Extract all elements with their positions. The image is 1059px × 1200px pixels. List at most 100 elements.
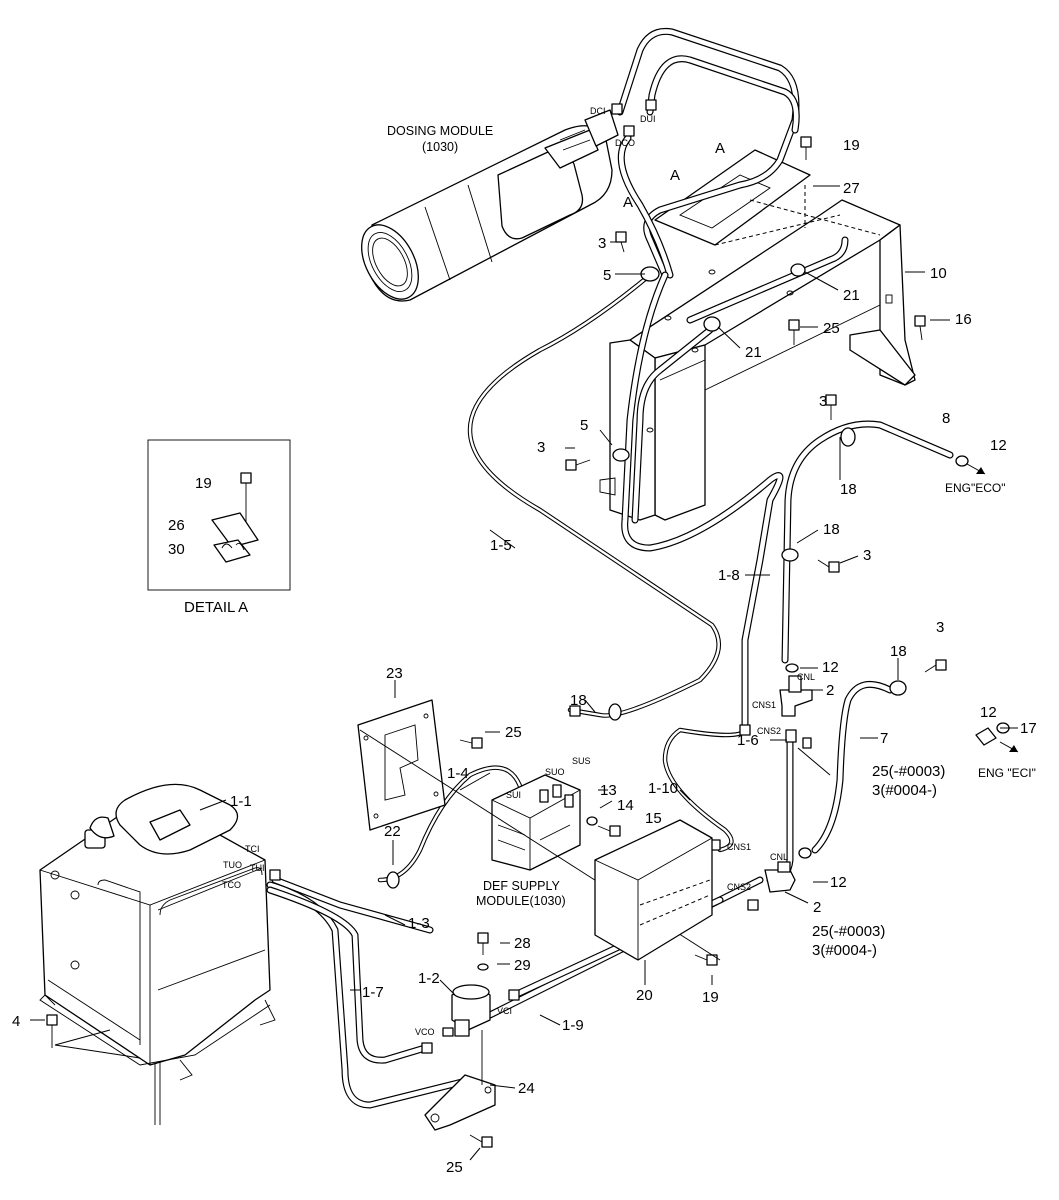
text-labels: DOSING MODULE (1030) DEF SUPPLY MODULE(1… <box>184 124 1036 959</box>
bracket-24 <box>424 1030 496 1131</box>
port-tui: TUI <box>250 863 265 873</box>
callout-12-c: 12 <box>980 704 997 721</box>
callout-16: 16 <box>955 311 972 328</box>
view-a-label-3: A <box>623 194 633 211</box>
callout-10: 10 <box>930 265 947 282</box>
callout-1-3: 1-3 <box>408 915 430 932</box>
callout-18-b: 18 <box>823 521 840 538</box>
callout-30: 30 <box>168 541 185 558</box>
connector-2-b <box>764 861 796 893</box>
bolt-19-top <box>800 136 812 160</box>
cover-20 <box>594 819 713 961</box>
callout-1-8: 1-8 <box>718 567 740 584</box>
variant-note-b-1: 25(-#0003) <box>812 923 885 940</box>
port-vco: VCO <box>415 1027 435 1037</box>
dosing-module-title: DOSING MODULE <box>387 124 493 138</box>
bolt-16 <box>914 315 926 341</box>
bolt-25-c <box>469 1134 493 1148</box>
callout-12-a: 12 <box>990 437 1007 454</box>
bolt-25-a <box>788 319 800 345</box>
port-tuo: TUO <box>223 860 242 870</box>
port-cnl-b: CNL <box>770 852 788 862</box>
callout-1-9: 1-9 <box>562 1017 584 1034</box>
dosing-module <box>361 109 619 302</box>
bolt-4 <box>46 1014 58 1048</box>
callout-27: 27 <box>843 180 860 197</box>
callout-1-2: 1-2 <box>418 970 440 987</box>
bolt-3-d <box>817 559 840 573</box>
bolt-3-e <box>924 659 947 673</box>
callout-5-a: 5 <box>603 267 611 284</box>
port-dco: DCO <box>615 138 635 148</box>
def-supply-title-2: MODULE(1030) <box>476 894 566 908</box>
callout-3-e: 3 <box>936 619 944 636</box>
callout-3-a: 3 <box>598 235 606 252</box>
callout-2-a: 2 <box>826 682 834 699</box>
port-cns2-a: CNS2 <box>757 726 781 736</box>
callout-29: 29 <box>514 957 531 974</box>
callout-3-d: 3 <box>863 547 871 564</box>
bolt-28 <box>477 932 489 955</box>
callout-18-c: 18 <box>890 643 907 660</box>
callout-1-1: 1-1 <box>230 793 252 810</box>
callout-19-top: 19 <box>843 137 860 154</box>
eng-eci-label: ENG "ECI" <box>978 766 1036 780</box>
port-suo: SUO <box>545 767 565 777</box>
port-cns2-b: CNS2 <box>727 882 751 892</box>
valve-1-2 <box>442 984 491 1037</box>
port-tco: TCO <box>222 880 241 890</box>
clamps <box>386 263 907 889</box>
callout-26: 26 <box>168 517 185 534</box>
detail-a-caption: DETAIL A <box>184 599 248 616</box>
bolt-3-b <box>825 394 837 420</box>
callout-20: 20 <box>636 987 653 1004</box>
port-tci: TCI <box>245 844 260 854</box>
callout-3-c: 3 <box>537 439 545 456</box>
leader-lines <box>30 185 1018 1161</box>
port-labels: DCI DUI DCO SUI SUO SUS TCI TUI TUO TCO … <box>222 106 815 1037</box>
eng-eco-label: ENG"ECO" <box>945 481 1006 495</box>
port-dci: DCI <box>590 106 606 116</box>
bolt-15 <box>597 825 621 837</box>
bolt-3-c <box>565 459 591 471</box>
callout-3-b: 3 <box>819 393 827 410</box>
variant-note-a-2: 3(#0004-) <box>872 782 937 799</box>
callout-1-6: 1-6 <box>737 732 759 749</box>
port-vci: VCI <box>497 1006 512 1016</box>
bolt-25-b <box>459 737 483 749</box>
callout-4: 4 <box>12 1013 20 1030</box>
arrows <box>966 463 1019 753</box>
callout-5-b: 5 <box>580 417 588 434</box>
pipes <box>154 27 954 1125</box>
port-dui: DUI <box>640 114 656 124</box>
callout-8: 8 <box>942 410 950 427</box>
callout-21-a: 21 <box>843 287 860 304</box>
port-cns1-a: CNS1 <box>752 700 776 710</box>
def-tank <box>39 783 276 1081</box>
detail-a-box <box>147 439 291 591</box>
callout-1-5: 1-5 <box>490 537 512 554</box>
callout-7: 7 <box>880 730 888 747</box>
callout-15: 15 <box>645 810 662 827</box>
callout-12-b: 12 <box>822 659 839 676</box>
callout-25-b: 25 <box>505 724 522 741</box>
callout-1-4: 1-4 <box>447 765 469 782</box>
view-a-label-1: A <box>715 140 725 157</box>
callout-25-a: 25 <box>823 320 840 337</box>
callout-1-10: 1-10 <box>648 780 678 797</box>
callout-21-b: 21 <box>745 344 762 361</box>
dosing-module-code: (1030) <box>422 140 458 154</box>
variant-note-b-2: 3(#0004-) <box>812 942 877 959</box>
port-cns1-b: CNS1 <box>727 842 751 852</box>
callout-13: 13 <box>600 782 617 799</box>
callout-24: 24 <box>518 1080 535 1097</box>
connector-2-a <box>779 675 813 717</box>
def-supply-title-1: DEF SUPPLY <box>483 879 561 893</box>
callout-17: 17 <box>1020 720 1037 737</box>
callout-28: 28 <box>514 935 531 952</box>
def-supply-module <box>491 774 581 871</box>
callout-14: 14 <box>617 797 634 814</box>
callout-18-d: 18 <box>570 692 587 709</box>
